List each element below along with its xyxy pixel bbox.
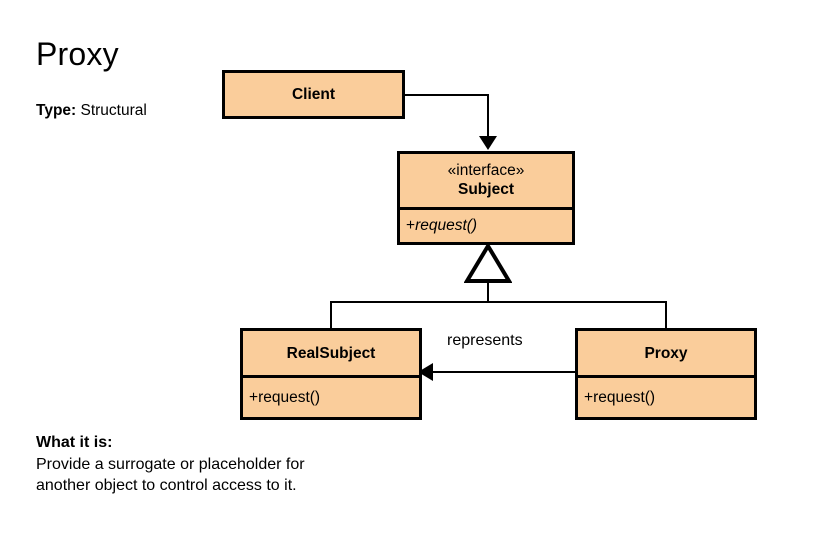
class-box-client[interactable]: Client bbox=[222, 70, 405, 119]
pattern-type-value: Structural bbox=[80, 102, 147, 119]
class-name-realsubject: RealSubject bbox=[286, 344, 376, 362]
class-box-subject[interactable]: «interface» Subject +request() bbox=[397, 151, 575, 245]
inheritance-drop-proxy bbox=[665, 301, 667, 329]
class-box-realsubject-members: +request() bbox=[243, 375, 419, 417]
client-to-subject-vertical-segment bbox=[487, 94, 489, 138]
class-member-proxy-request: +request() bbox=[584, 389, 655, 407]
represents-association-label: represents bbox=[444, 332, 526, 350]
description-line-1: Provide a surrogate or placeholder for bbox=[36, 456, 305, 473]
page-title: Proxy bbox=[36, 36, 119, 72]
class-name-subject: Subject bbox=[458, 181, 514, 198]
pattern-type-line: Type: Structural bbox=[36, 103, 147, 119]
class-box-realsubject[interactable]: RealSubject +request() bbox=[240, 328, 422, 420]
class-box-subject-members: +request() bbox=[400, 207, 572, 242]
class-box-proxy-members: +request() bbox=[578, 375, 754, 417]
represents-association-line bbox=[430, 371, 575, 373]
member-operation-subject: request() bbox=[415, 217, 478, 234]
class-name-client: Client bbox=[291, 86, 336, 103]
member-visibility-proxy: + bbox=[584, 388, 594, 406]
member-visibility-realsubject: + bbox=[249, 388, 259, 406]
inheritance-bus-horizontal bbox=[330, 301, 667, 303]
description-line-2: another object to control access to it. bbox=[36, 477, 297, 494]
member-visibility-subject: + bbox=[406, 217, 416, 234]
description-block: What it is: Provide a surrogate or place… bbox=[36, 432, 466, 496]
inheritance-drop-realsubject bbox=[330, 301, 332, 329]
client-to-subject-horizontal-segment bbox=[404, 94, 489, 96]
member-operation-realsubject: request() bbox=[258, 388, 321, 406]
class-box-proxy[interactable]: Proxy +request() bbox=[575, 328, 757, 420]
client-to-subject-arrowhead-icon bbox=[479, 136, 497, 150]
description-heading: What it is: bbox=[36, 434, 113, 451]
member-operation-proxy: request() bbox=[593, 388, 656, 406]
class-member-realsubject-request: +request() bbox=[249, 389, 320, 407]
class-name-proxy: Proxy bbox=[644, 344, 688, 362]
class-box-subject-header: «interface» Subject bbox=[400, 154, 572, 207]
class-stereotype-subject: «interface» bbox=[447, 162, 525, 179]
class-box-realsubject-header: RealSubject bbox=[243, 331, 419, 375]
inheritance-stem-vertical bbox=[487, 280, 489, 302]
class-member-subject-request: +request() bbox=[406, 217, 477, 235]
pattern-type-label: Type: bbox=[36, 102, 81, 119]
inheritance-triangle-icon bbox=[464, 244, 512, 283]
class-box-proxy-header: Proxy bbox=[578, 331, 754, 375]
class-box-client-header: Client bbox=[225, 73, 402, 116]
